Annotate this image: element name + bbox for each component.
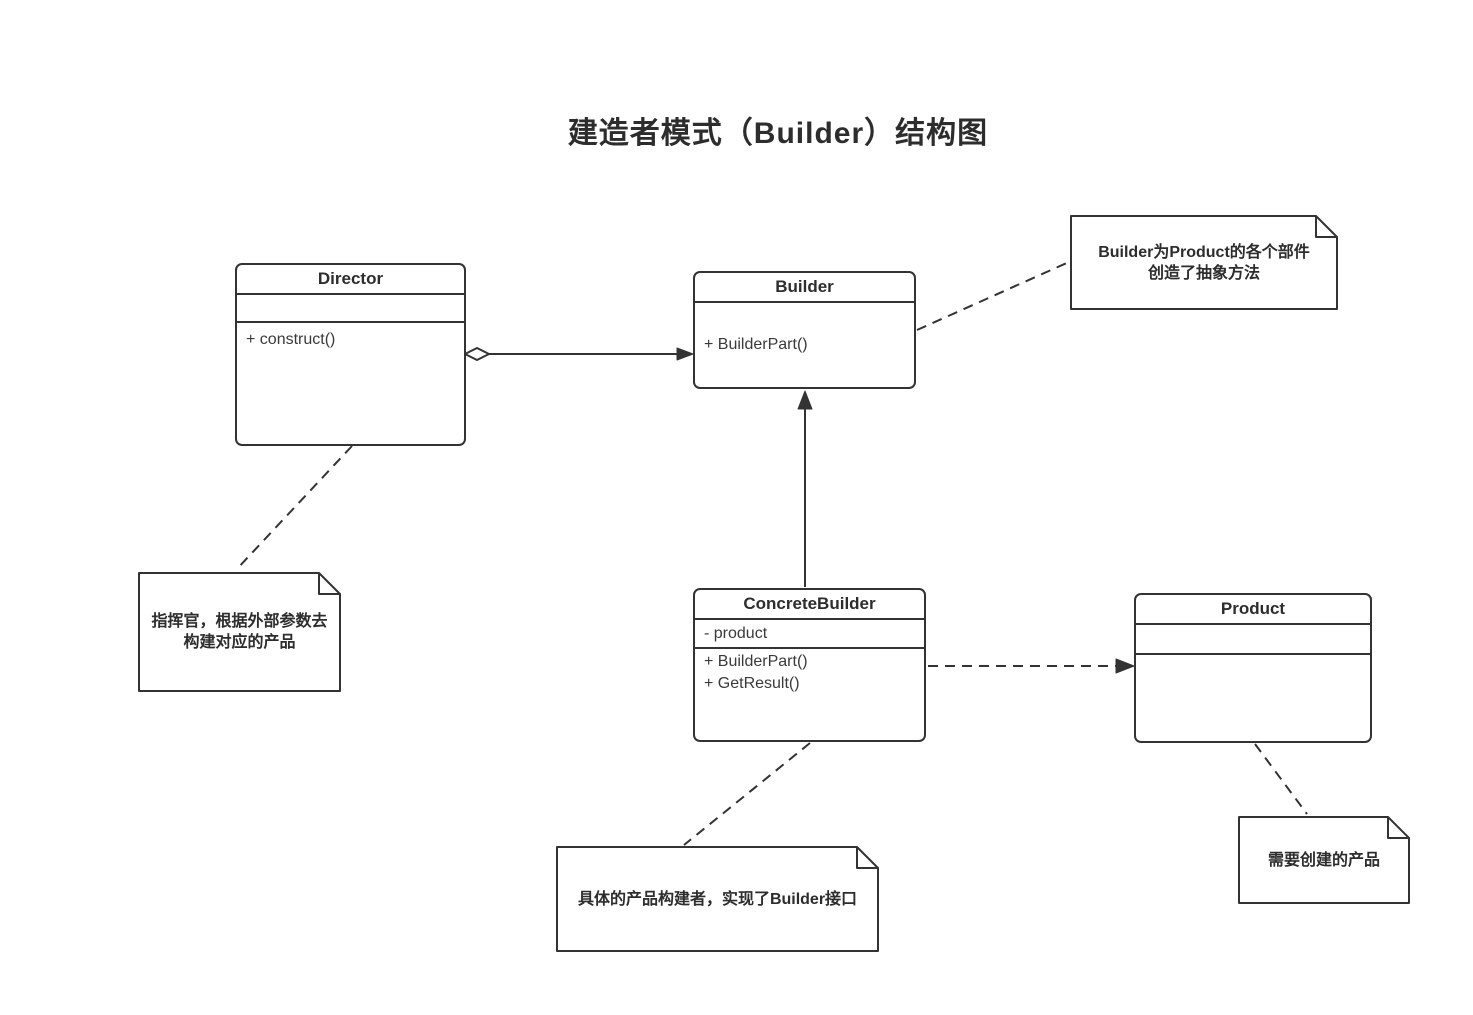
method-getresult: + GetResult() <box>704 675 800 692</box>
class-director-methods: + construct() <box>237 323 464 444</box>
arrowhead-to-builder <box>676 347 694 361</box>
class-product-methods <box>1136 655 1370 741</box>
class-concretebuilder-name: ConcreteBuilder <box>695 590 924 620</box>
class-builder-methods: + BuilderPart() <box>695 303 914 387</box>
edge-concretebuilder-to-product <box>928 658 1135 674</box>
arrowhead-to-builder-bottom <box>797 390 813 410</box>
note-fold-corner <box>318 573 340 595</box>
note-concretebuilder-text: 具体的产品构建者，实现了Builder接口 <box>560 846 875 952</box>
note-line: Builder为Product的各个部件 <box>1098 243 1310 261</box>
anchor-director-note <box>235 445 353 571</box>
note-concretebuilder: 具体的产品构建者，实现了Builder接口 <box>556 846 879 952</box>
class-builder: Builder + BuilderPart() <box>693 271 916 389</box>
note-builder-text: Builder为Product的各个部件 创造了抽象方法 <box>1074 215 1334 310</box>
note-shape <box>138 572 341 692</box>
note-shape <box>556 846 879 952</box>
class-product-name: Product <box>1136 595 1370 625</box>
method-builderpart: + BuilderPart() <box>704 336 808 353</box>
note-fold-corner <box>856 847 878 869</box>
note-shape <box>1070 215 1338 310</box>
note-fold-corner <box>1315 216 1337 238</box>
note-line: 创造了抽象方法 <box>1147 264 1260 282</box>
note-line: 需要创建的产品 <box>1267 851 1380 869</box>
class-concretebuilder: ConcreteBuilder - product + BuilderPart(… <box>693 588 926 742</box>
attribute-product: - product <box>704 625 768 642</box>
anchor-builder-note <box>916 261 1070 331</box>
hollow-diamond-marker <box>464 347 490 361</box>
class-director-name: Director <box>237 265 464 295</box>
edge-director-to-builder-aggregation <box>464 347 694 361</box>
edge-concretebuilder-to-builder <box>797 390 813 587</box>
class-concretebuilder-attributes: - product <box>695 620 924 649</box>
class-product: Product <box>1134 593 1372 743</box>
class-director-attributes <box>237 295 464 323</box>
class-concretebuilder-methods: + BuilderPart() + GetResult() <box>695 649 924 740</box>
note-fold-corner <box>1387 817 1409 839</box>
note-builder: Builder为Product的各个部件 创造了抽象方法 <box>1070 215 1338 310</box>
anchor-concretebuilder-note <box>683 742 811 846</box>
note-line: 具体的产品构建者，实现了Builder接口 <box>577 890 858 908</box>
anchor-product-note <box>1254 743 1308 815</box>
note-director: 指挥官，根据外部参数去 构建对应的产品 <box>138 572 341 692</box>
note-product-text: 需要创建的产品 <box>1242 816 1406 904</box>
note-shape <box>1238 816 1410 904</box>
method-construct: + construct() <box>246 331 336 348</box>
arrowhead-to-product <box>1115 658 1135 674</box>
class-product-attributes <box>1136 625 1370 655</box>
class-director: Director + construct() <box>235 263 466 446</box>
note-line: 构建对应的产品 <box>183 634 296 651</box>
note-director-text: 指挥官，根据外部参数去 构建对应的产品 <box>142 572 337 692</box>
class-builder-name: Builder <box>695 273 914 303</box>
note-product: 需要创建的产品 <box>1238 816 1410 904</box>
diagram-title: 建造者模式（Builder）结构图 <box>567 117 989 150</box>
method-builderpart-impl: + BuilderPart() <box>704 653 808 670</box>
note-line: 指挥官，根据外部参数去 <box>151 613 328 630</box>
